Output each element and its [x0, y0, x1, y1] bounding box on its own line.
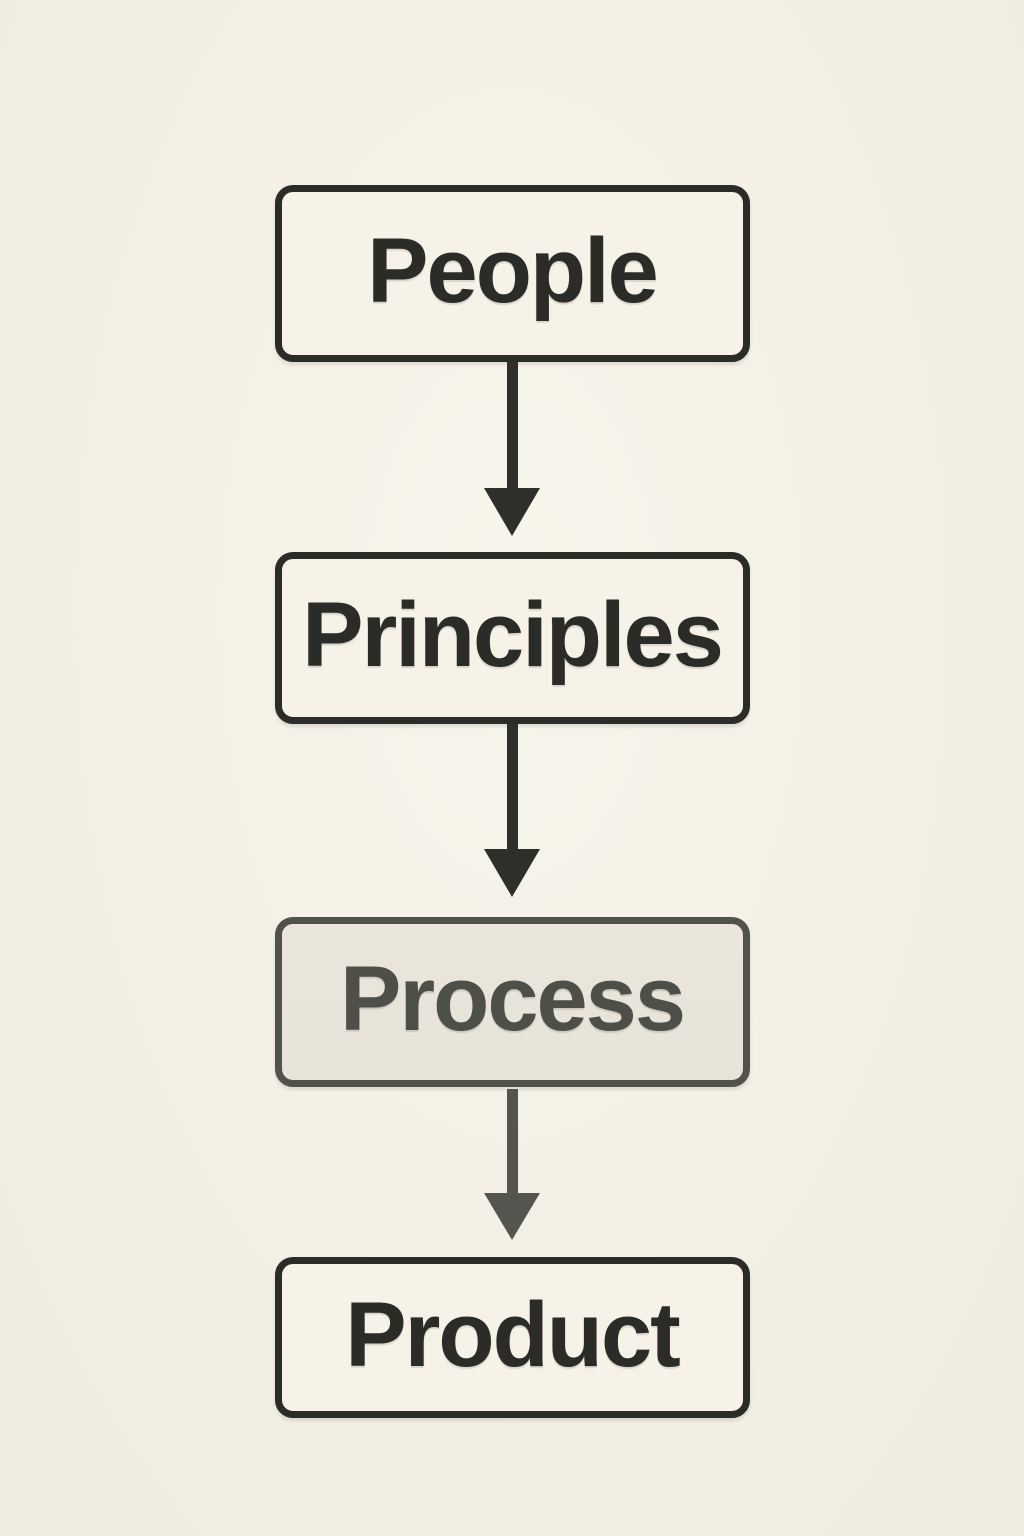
flow-node-process-label: Process [339, 948, 686, 1050]
arrow-head-icon [484, 849, 540, 897]
arrow-stem [506, 724, 518, 849]
flow-node-people-label: People [367, 219, 659, 322]
down-arrow-principles-to-process [484, 724, 540, 897]
arrow-head-icon [484, 488, 540, 536]
flow-node-principles: Principles [274, 552, 750, 724]
arrow-stem [506, 362, 518, 488]
flow-node-people: People [274, 185, 750, 362]
flow-node-principles-label: Principles [302, 584, 724, 686]
down-arrow-people-to-principles [484, 362, 540, 536]
arrow-stem [506, 1089, 518, 1193]
down-arrow-process-to-product [484, 1089, 540, 1240]
arrow-head-icon [484, 1193, 540, 1240]
flow-node-product-label: Product [345, 1283, 681, 1386]
flow-node-product: Product [274, 1257, 750, 1418]
flow-node-process: Process [274, 917, 750, 1087]
